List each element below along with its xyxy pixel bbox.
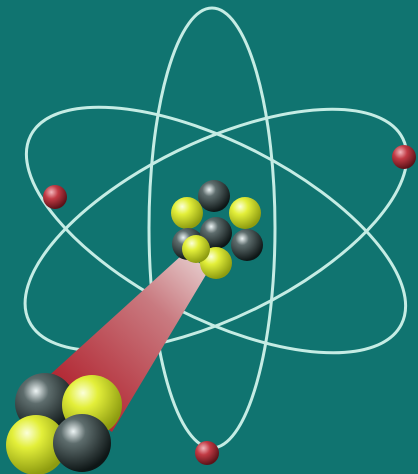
magnified-nucleus — [6, 373, 122, 474]
proton — [182, 235, 210, 263]
proton — [171, 197, 203, 229]
neutron — [231, 229, 263, 261]
electron-bottom — [195, 441, 219, 465]
neutron — [198, 180, 230, 212]
proton — [229, 197, 261, 229]
electron-left — [43, 185, 67, 209]
neutron — [53, 414, 111, 472]
electron-right — [392, 145, 416, 169]
